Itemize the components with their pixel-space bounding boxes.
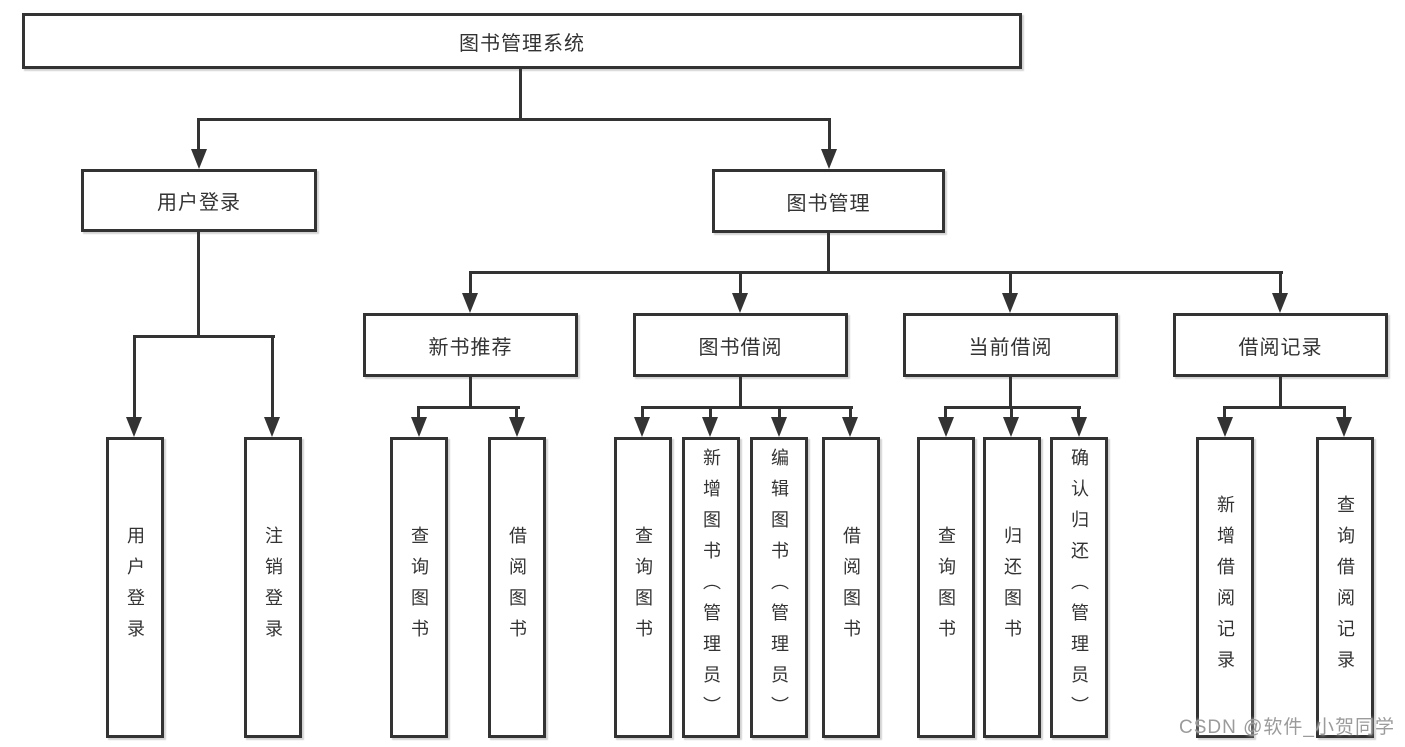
leaf-borrow-books: 借阅图书 [822, 437, 880, 738]
node-library-management-system: 图书管理系统 [22, 13, 1022, 69]
node-borrowing-records: 借阅记录 [1173, 313, 1388, 377]
connector-line [828, 118, 831, 151]
connector-line [469, 271, 472, 295]
arrow-down-icon [702, 417, 718, 437]
connector-line [515, 406, 518, 419]
connector-line [197, 118, 831, 121]
connector-line [1009, 271, 1012, 295]
connector-line [469, 271, 1283, 274]
arrow-down-icon [634, 417, 650, 437]
arrow-down-icon [771, 417, 787, 437]
arrow-down-icon [126, 417, 142, 437]
connector-line [417, 406, 420, 419]
leaf-logout: 注销登录 [244, 437, 302, 738]
leaf-query-books-borrowing: 查询图书 [614, 437, 672, 738]
connector-line [827, 233, 830, 274]
connector-line [641, 406, 853, 409]
arrow-down-icon [1272, 293, 1288, 313]
arrow-down-icon [1071, 417, 1087, 437]
connector-line [849, 406, 852, 419]
node-new-book-recommendation: 新书推荐 [363, 313, 578, 377]
connector-line [739, 377, 742, 408]
arrow-down-icon [1336, 417, 1352, 437]
connector-line [469, 377, 472, 408]
arrow-down-icon [509, 417, 525, 437]
connector-line [739, 271, 742, 295]
leaf-borrow-books-recommend: 借阅图书 [488, 437, 546, 738]
node-user-login: 用户登录 [81, 169, 317, 232]
connector-line [133, 335, 275, 338]
node-current-borrowing: 当前借阅 [903, 313, 1118, 377]
leaf-query-books-recommend: 查询图书 [390, 437, 448, 738]
leaf-add-borrow-record: 新增借阅记录 [1196, 437, 1254, 738]
arrow-down-icon [938, 417, 954, 437]
leaf-query-books-current: 查询图书 [917, 437, 975, 738]
arrow-down-icon [462, 293, 478, 313]
arrow-down-icon [1003, 417, 1019, 437]
connector-line [133, 335, 136, 419]
connector-line [1279, 271, 1282, 295]
connector-line [1223, 406, 1346, 409]
node-book-borrowing: 图书借阅 [633, 313, 848, 377]
connector-line [1077, 406, 1080, 419]
connector-line [778, 406, 781, 419]
arrow-down-icon [732, 293, 748, 313]
leaf-confirm-return-admin: 确认归还（管理员） [1050, 437, 1108, 738]
arrow-down-icon [1002, 293, 1018, 313]
leaf-edit-book-admin: 编辑图书（管理员） [750, 437, 808, 738]
connector-line [1223, 406, 1226, 419]
arrow-down-icon [264, 417, 280, 437]
connector-line [197, 232, 200, 338]
connector-line [1343, 406, 1346, 419]
connector-line [1009, 377, 1012, 408]
connector-line [271, 335, 274, 419]
arrow-down-icon [821, 149, 837, 169]
leaf-add-book-admin: 新增图书（管理员） [682, 437, 740, 738]
arrow-down-icon [1217, 417, 1233, 437]
connector-line [197, 118, 200, 151]
arrow-down-icon [842, 417, 858, 437]
connector-line [519, 69, 522, 121]
arrow-down-icon [191, 149, 207, 169]
connector-line [1010, 406, 1013, 419]
arrow-down-icon [411, 417, 427, 437]
leaf-return-book: 归还图书 [983, 437, 1041, 738]
leaf-query-borrow-record: 查询借阅记录 [1316, 437, 1374, 738]
connector-line [1279, 377, 1282, 408]
connector-line [709, 406, 712, 419]
connector-line [944, 406, 947, 419]
leaf-user-login: 用户登录 [106, 437, 164, 738]
node-book-management: 图书管理 [712, 169, 945, 233]
connector-line [417, 406, 520, 409]
watermark-csdn: CSDN @软件_小贺同学 [1179, 717, 1395, 738]
connector-line [641, 406, 644, 419]
